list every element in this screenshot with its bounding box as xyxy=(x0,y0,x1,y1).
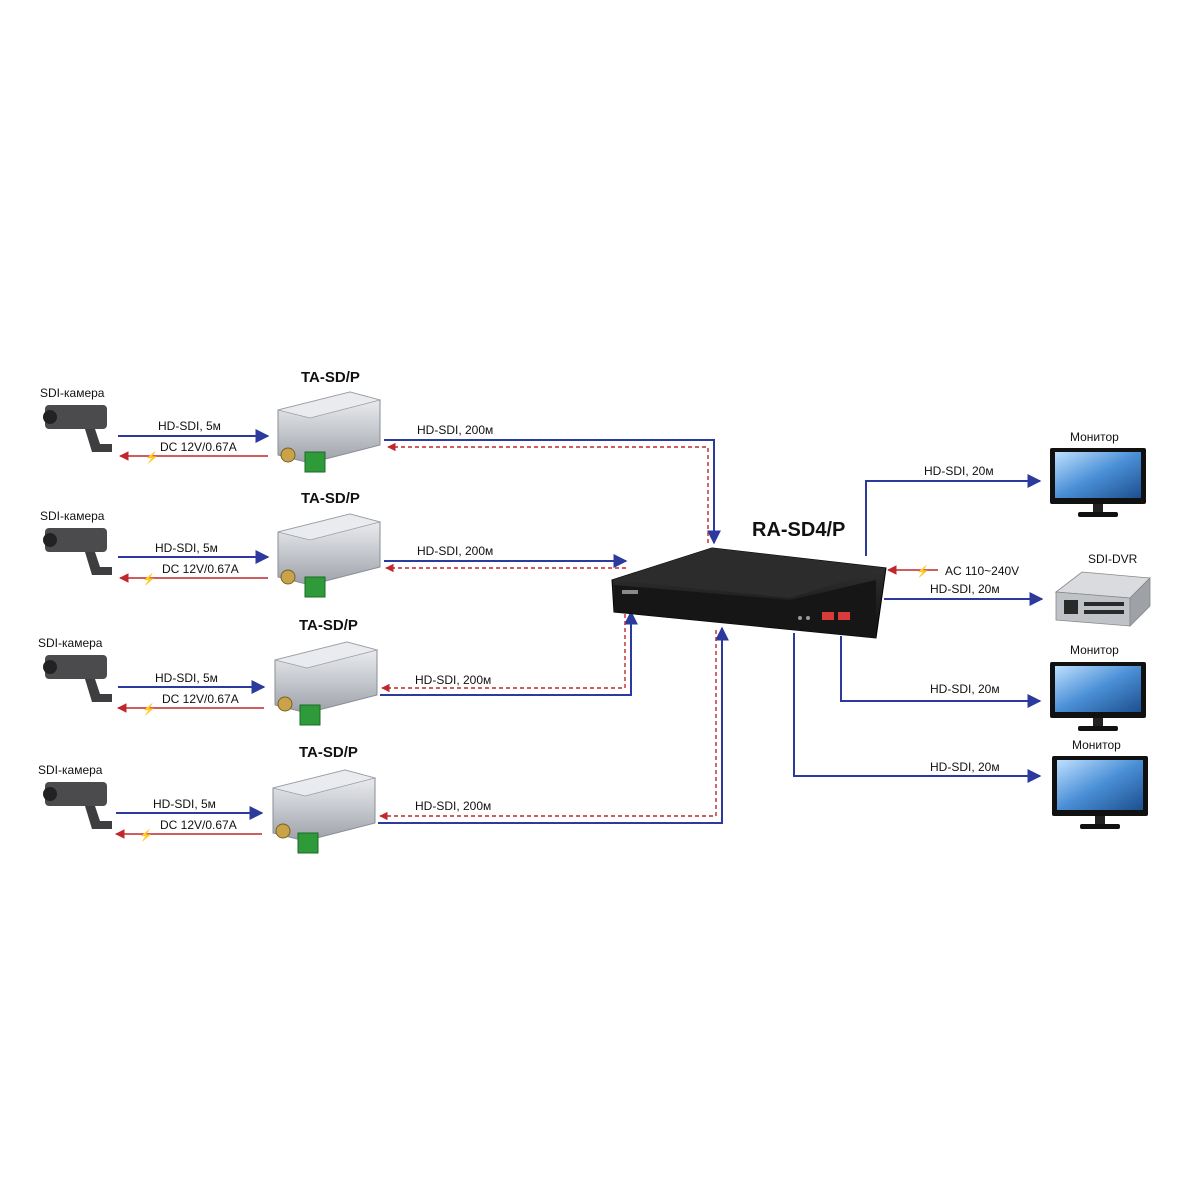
camera-2: SDI-камера xyxy=(40,509,112,575)
monitor-icon xyxy=(1050,662,1146,731)
receiver-power: ⚡ AC 110~240V xyxy=(887,564,1019,578)
dvr-icon xyxy=(1054,571,1151,627)
transmitter-3-model: TA-SD/P xyxy=(299,617,358,634)
camera-3-icon xyxy=(43,655,112,702)
trunk-links: HD-SDI, 200м HD-SDI, 200м HD-SDI, 200м H… xyxy=(378,423,729,824)
transmitter-1: TA-SD/P xyxy=(277,369,382,473)
trunk-video-3 xyxy=(380,610,638,696)
power-link-3-label: DC 12V/0.67A xyxy=(162,692,239,706)
monitor-3-label: Монитор xyxy=(1072,738,1121,752)
output-links: HD-SDI, 20м HD-SDI, 20м HD-SDI, 20м HD-S… xyxy=(793,464,1044,783)
camera-1: SDI-камера xyxy=(40,386,112,452)
trunk-link-2-label: HD-SDI, 200м xyxy=(417,544,493,558)
transmitter-2: TA-SD/P xyxy=(277,490,382,598)
camera-2-icon xyxy=(43,528,112,575)
output-link-1-label: HD-SDI, 20м xyxy=(924,464,994,478)
dvr-label: SDI-DVR xyxy=(1088,552,1138,566)
video-link-3-label: HD-SDI, 5м xyxy=(155,671,218,685)
camera-4-icon xyxy=(43,782,112,829)
power-link-1-label: DC 12V/0.67A xyxy=(160,440,237,454)
receiver-power-label: AC 110~240V xyxy=(945,564,1019,578)
camera-4-label: SDI-камера xyxy=(38,763,103,777)
camera-2-label: SDI-камера xyxy=(40,509,105,523)
output-link-1 xyxy=(865,474,1042,556)
camera-links: HD-SDI, 5м DC 12V/0.67A ⚡ HD-SDI, 5м DC … xyxy=(115,419,270,842)
transmitter-4: TA-SD/P xyxy=(272,744,377,854)
video-link-1-label: HD-SDI, 5м xyxy=(158,419,221,433)
monitor-icon xyxy=(1050,448,1146,517)
transmitter-3-device xyxy=(274,641,379,726)
camera-3: SDI-камера xyxy=(38,636,112,702)
monitor-1-label: Монитор xyxy=(1070,430,1119,444)
power-bolt-icon: ⚡ xyxy=(139,829,153,842)
transmitter-4-model: TA-SD/P xyxy=(299,744,358,761)
receiver-device xyxy=(611,547,887,639)
power-bolt-icon: ⚡ xyxy=(142,573,156,586)
monitor-2-label: Монитор xyxy=(1070,643,1119,657)
trunk-power-1 xyxy=(387,442,709,543)
transmitter-2-device xyxy=(277,513,382,598)
power-link-4-label: DC 12V/0.67A xyxy=(160,818,237,832)
camera-3-label: SDI-камера xyxy=(38,636,103,650)
monitor-2: Монитор xyxy=(1050,643,1146,731)
trunk-link-1-label: HD-SDI, 200м xyxy=(417,423,493,437)
receiver: RA-SD4/P xyxy=(611,519,887,639)
output-link-3 xyxy=(840,636,1042,708)
transmitter-1-device xyxy=(277,391,382,473)
output-link-4-label: HD-SDI, 20м xyxy=(930,760,1000,774)
camera-1-icon xyxy=(43,405,112,452)
trunk-link-3-label: HD-SDI, 200м xyxy=(415,673,491,687)
trunk-power-4 xyxy=(379,630,717,821)
output-link-4 xyxy=(793,633,1042,783)
dvr: SDI-DVR xyxy=(1054,552,1151,627)
transmitter-4-device xyxy=(272,769,377,854)
monitor-icon xyxy=(1052,756,1148,829)
camera-1-label: SDI-камера xyxy=(40,386,105,400)
trunk-link-4-label: HD-SDI, 200м xyxy=(415,799,491,813)
transmitter-3: TA-SD/P xyxy=(274,617,379,726)
output-link-2-label: HD-SDI, 20м xyxy=(930,582,1000,596)
transmitter-1-model: TA-SD/P xyxy=(301,369,360,386)
receiver-model: RA-SD4/P xyxy=(752,519,845,541)
monitor-3: Монитор xyxy=(1052,738,1148,829)
output-link-3-label: HD-SDI, 20м xyxy=(930,682,1000,696)
trunk-video-4 xyxy=(378,626,729,824)
camera-4: SDI-камера xyxy=(38,763,112,829)
power-bolt-icon: ⚡ xyxy=(142,703,156,716)
video-link-2-label: HD-SDI, 5м xyxy=(155,541,218,555)
power-link-2-label: DC 12V/0.67A xyxy=(162,562,239,576)
transmitter-2-model: TA-SD/P xyxy=(301,490,360,507)
video-link-4-label: HD-SDI, 5м xyxy=(153,797,216,811)
trunk-video-1 xyxy=(384,439,721,545)
monitor-1: Монитор xyxy=(1050,430,1146,517)
power-bolt-icon: ⚡ xyxy=(145,451,159,464)
power-bolt-icon: ⚡ xyxy=(916,565,930,578)
trunk-power-3 xyxy=(381,614,626,693)
